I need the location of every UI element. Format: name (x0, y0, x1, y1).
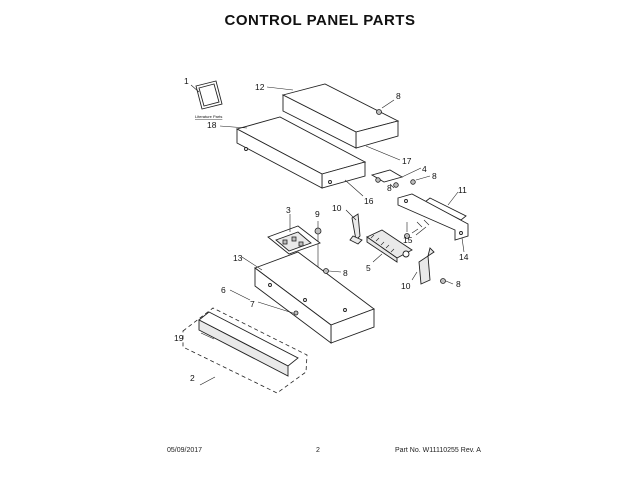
top-cover-panel (266, 83, 400, 149)
callout-8-d: 8 (343, 268, 348, 278)
mounting-bracket-part-14 (397, 193, 469, 253)
callout-6: 6 (221, 285, 226, 295)
screws-part-15 (411, 219, 430, 236)
callout-10-a: 10 (332, 203, 342, 213)
callout-8: 8 (396, 91, 401, 101)
callout-12: 12 (255, 82, 265, 92)
literature-booklet (190, 80, 223, 110)
callout-16: 16 (364, 196, 374, 206)
callout-3: 3 (286, 205, 291, 215)
bracket-part-4 (370, 167, 431, 189)
screw-part-8-right (440, 278, 454, 285)
callout-8-e: 8 (456, 279, 461, 289)
callout-8-c: 8 (387, 183, 392, 193)
blower-fan-part-5 (366, 229, 413, 263)
callout-14: 14 (459, 252, 469, 262)
callout-2: 2 (190, 373, 195, 383)
page-title: CONTROL PANEL PARTS (224, 12, 416, 29)
callout-17: 17 (402, 156, 412, 166)
callout-9: 9 (315, 209, 320, 219)
footer-part-number: Part No. W11110255 Rev. A (395, 447, 481, 454)
control-board-part-3 (267, 214, 321, 255)
callout-18: 18 (207, 120, 217, 130)
screw-part-8-center (323, 268, 342, 274)
callout-1: 1 (184, 76, 189, 86)
callout-13: 13 (233, 253, 243, 263)
front-trim-part-19 (198, 311, 299, 377)
literature-label: Literature Parts (195, 114, 222, 119)
callout-4: 4 (422, 164, 427, 174)
callout-5: 5 (366, 263, 371, 273)
callout-19: 19 (174, 333, 184, 343)
callout-11: 11 (458, 185, 467, 195)
assembly-outline-part-2 (182, 307, 308, 394)
footer-date: 05/09/2017 (167, 447, 203, 454)
callout-10-b: 10 (401, 281, 411, 291)
footer-page-number: 2 (316, 447, 320, 454)
screw-near-fan (404, 222, 410, 239)
lever-part-10-left (345, 209, 363, 245)
screw-part-8-upper (376, 99, 395, 115)
bottom-panel-part-13 (241, 251, 375, 344)
callout-7: 7 (250, 299, 255, 309)
control-panel-backing (219, 116, 367, 189)
lever-part-10-right (411, 247, 435, 285)
callout-8-b: 8 (432, 171, 437, 181)
callout-15: 15 (403, 235, 413, 245)
